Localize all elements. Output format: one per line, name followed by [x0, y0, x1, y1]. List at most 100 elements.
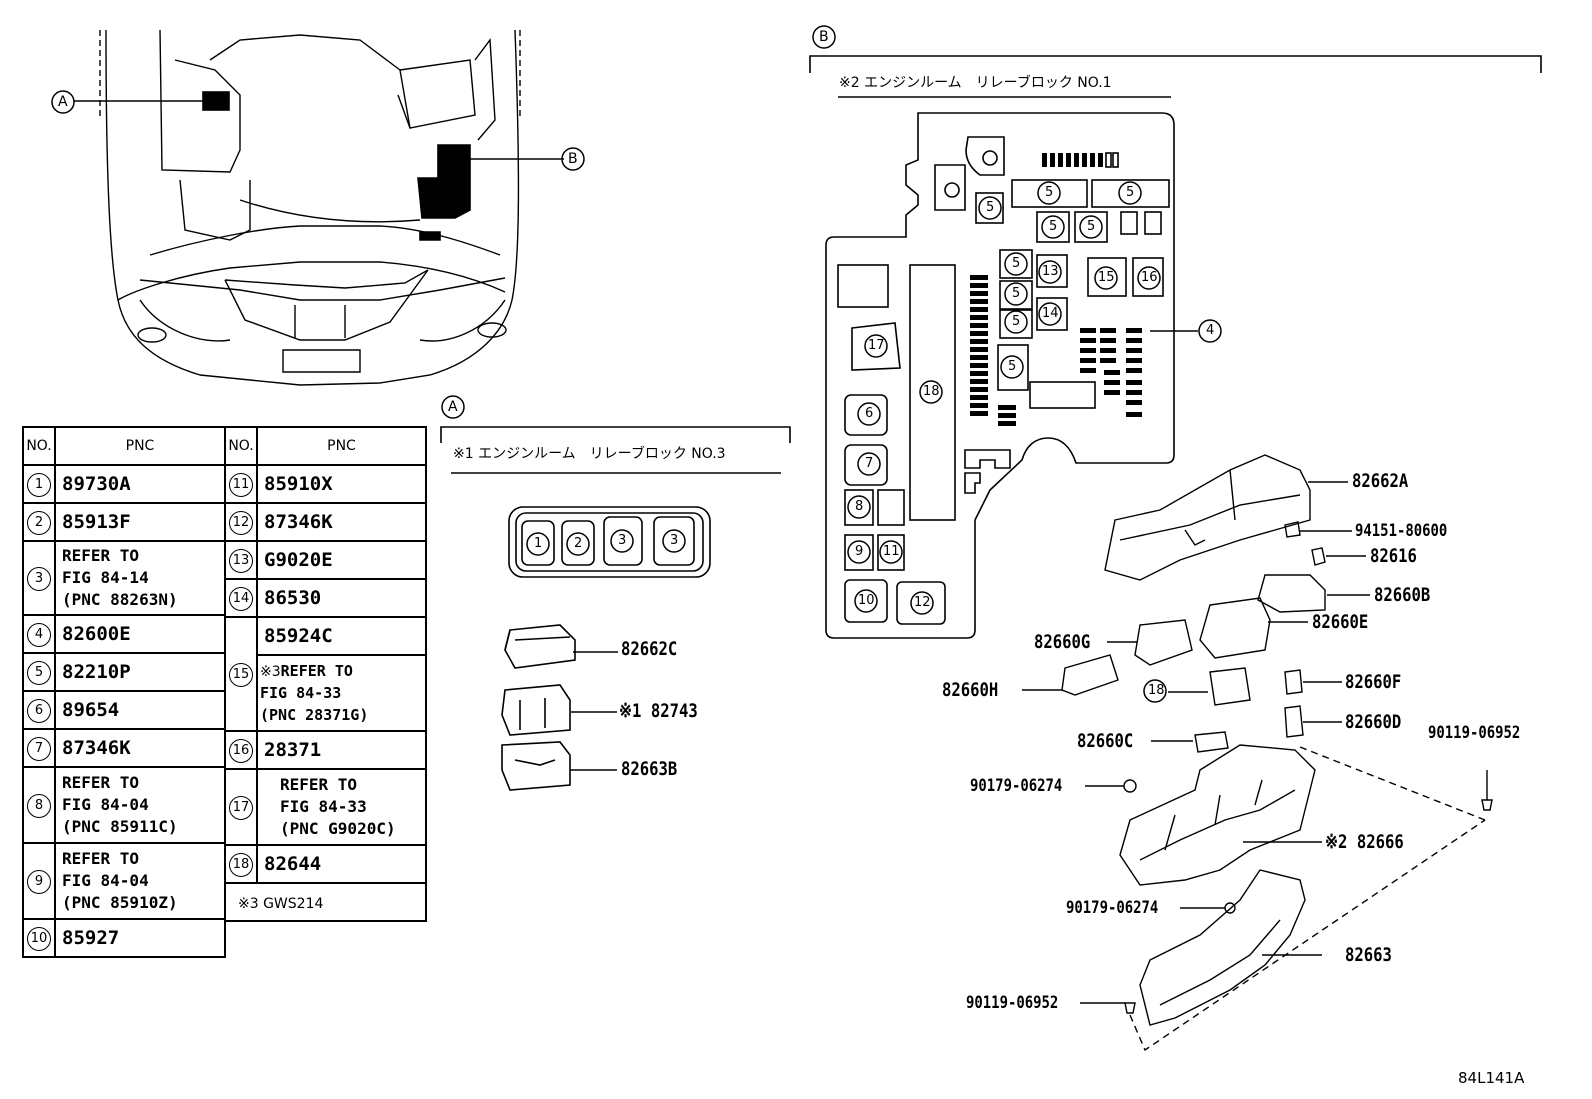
- part-number[interactable]: 82660E: [1312, 611, 1369, 633]
- callout-b: B: [568, 151, 578, 167]
- block-label: 14: [1042, 306, 1059, 321]
- row-pnc[interactable]: 87346K: [54, 728, 226, 768]
- table-row: 6 89654: [22, 690, 226, 730]
- table-row: 1 89730A: [22, 464, 226, 504]
- row-pnc[interactable]: REFER TO FIG 84-33 (PNC G9020C): [280, 775, 396, 838]
- row-number: 17: [229, 796, 253, 820]
- row-pnc[interactable]: 85913F: [54, 502, 226, 542]
- row-pnc[interactable]: 89654: [54, 690, 226, 730]
- section-b-title: ※2 エンジンルーム リレーブロック NO.1: [839, 75, 1112, 91]
- row-pnc[interactable]: 89730A: [54, 464, 226, 504]
- part-number[interactable]: 90179-06274: [970, 776, 1063, 796]
- part-number[interactable]: 82662C: [621, 638, 678, 660]
- fuse-array: [970, 275, 1142, 426]
- section-a-title: ※1 エンジンルーム リレーブロック NO.3: [453, 446, 726, 462]
- row-number: 1: [27, 473, 51, 497]
- pnc-table-left: NO. PNC 1 89730A 2 85913F 3 REFER TO FIG…: [22, 426, 226, 958]
- block-label: 15: [1098, 270, 1115, 285]
- slot-label: 3: [670, 533, 679, 548]
- part-number[interactable]: 82660C: [1077, 730, 1134, 752]
- table-row: 16 28371: [224, 730, 427, 770]
- row-pnc[interactable]: 85910X: [256, 464, 427, 504]
- table-row: 12 87346K: [224, 502, 427, 542]
- part-number[interactable]: 94151-80600: [1355, 521, 1448, 541]
- row-pnc[interactable]: REFER TO FIG 84-33 (PNC 28371G): [260, 662, 369, 724]
- block-label: 5: [1087, 219, 1096, 234]
- part-number[interactable]: 90119-06952: [1428, 723, 1521, 743]
- callout-a: A: [58, 94, 68, 110]
- car-overview-drawing: [99, 29, 521, 386]
- block-label: 7: [865, 456, 874, 471]
- block-label: 10: [858, 593, 875, 608]
- table-row: 2 85913F: [22, 502, 226, 542]
- block-label: 5: [1126, 185, 1135, 200]
- row-number: 11: [229, 473, 253, 497]
- col-header-pnc: PNC: [54, 426, 226, 466]
- part-number[interactable]: ※1 82743: [619, 700, 698, 722]
- block-label: 5: [1012, 256, 1021, 271]
- part-number[interactable]: 82662A: [1352, 470, 1409, 492]
- callout-a-section: A: [448, 399, 458, 415]
- row-pnc[interactable]: 82210P: [54, 652, 226, 692]
- part-number[interactable]: 82660D: [1345, 711, 1402, 733]
- part-number[interactable]: 82616: [1370, 545, 1417, 567]
- row-number: 12: [229, 511, 253, 535]
- row-number: 5: [27, 661, 51, 685]
- row-pnc[interactable]: 85924C: [256, 616, 427, 656]
- part-number[interactable]: 90179-06274: [1066, 898, 1159, 918]
- row-number: 8: [27, 794, 51, 818]
- row-pnc[interactable]: 87346K: [256, 502, 427, 542]
- row-number: 6: [27, 699, 51, 723]
- row-pnc[interactable]: 82600E: [54, 614, 226, 654]
- part-number[interactable]: 82660H: [942, 679, 999, 701]
- col-header-no: NO.: [22, 426, 56, 466]
- table-row: 15 85924C: [224, 616, 427, 732]
- row-number: 3: [27, 567, 51, 591]
- table-row: 10 85927: [22, 918, 226, 958]
- slot-label: 2: [574, 536, 583, 551]
- note-mark: ※3: [260, 664, 281, 680]
- row-pnc[interactable]: G9020E: [256, 540, 427, 580]
- block-label: 16: [1141, 270, 1158, 285]
- table-row: 18 82644: [224, 844, 427, 884]
- exploded-parts: [1022, 454, 1493, 1052]
- row-number: 18: [229, 853, 253, 877]
- row-number: 15: [229, 663, 253, 687]
- table-row: 13 G9020E: [224, 540, 427, 580]
- part-number[interactable]: 90119-06952: [966, 993, 1059, 1013]
- row-number: 16: [229, 739, 253, 763]
- table-row: 14 86530: [224, 578, 427, 618]
- table-row: 17 REFER TO FIG 84-33 (PNC G9020C): [224, 768, 427, 846]
- table-row: 5 82210P: [22, 652, 226, 692]
- row-number: 14: [229, 587, 253, 611]
- part-number[interactable]: 82660G: [1034, 631, 1091, 653]
- slot-label: 1: [534, 536, 543, 551]
- part-number[interactable]: 82660F: [1345, 671, 1402, 693]
- part-number[interactable]: 82663B: [621, 758, 678, 780]
- part-number[interactable]: 82663: [1345, 944, 1392, 966]
- row-pnc[interactable]: REFER TO FIG 84-04 (PNC 85910Z): [62, 849, 178, 912]
- row-pnc[interactable]: 85927: [54, 918, 226, 958]
- col-header-pnc: PNC: [256, 426, 427, 466]
- part-number[interactable]: 82660B: [1374, 584, 1431, 606]
- pnc-table-right: NO. PNC 11 85910X 12 87346K 13 G9020E 14…: [224, 426, 427, 922]
- block-label: 5: [986, 200, 995, 215]
- block-label: 6: [865, 406, 874, 421]
- part-number[interactable]: ※2 82666: [1325, 831, 1404, 853]
- table-row: 9 REFER TO FIG 84-04 (PNC 85910Z): [22, 842, 226, 920]
- row-number: 10: [27, 927, 51, 951]
- table-row: 11 85910X: [224, 464, 427, 504]
- table-row: 7 87346K: [22, 728, 226, 768]
- row-pnc[interactable]: 86530: [256, 578, 427, 618]
- table-row: 3 REFER TO FIG 84-14 (PNC 88263N): [22, 540, 226, 616]
- row-pnc[interactable]: 28371: [256, 730, 427, 770]
- callout-b-section: B: [819, 29, 829, 45]
- row-pnc[interactable]: REFER TO FIG 84-14 (PNC 88263N): [62, 546, 178, 609]
- row-number: 13: [229, 549, 253, 573]
- block-label: 18: [923, 384, 940, 399]
- row-pnc[interactable]: REFER TO FIG 84-04 (PNC 85911C): [62, 773, 178, 836]
- block-label: 5: [1008, 359, 1017, 374]
- row-pnc[interactable]: 82644: [256, 844, 427, 884]
- block-label: 5: [1045, 185, 1054, 200]
